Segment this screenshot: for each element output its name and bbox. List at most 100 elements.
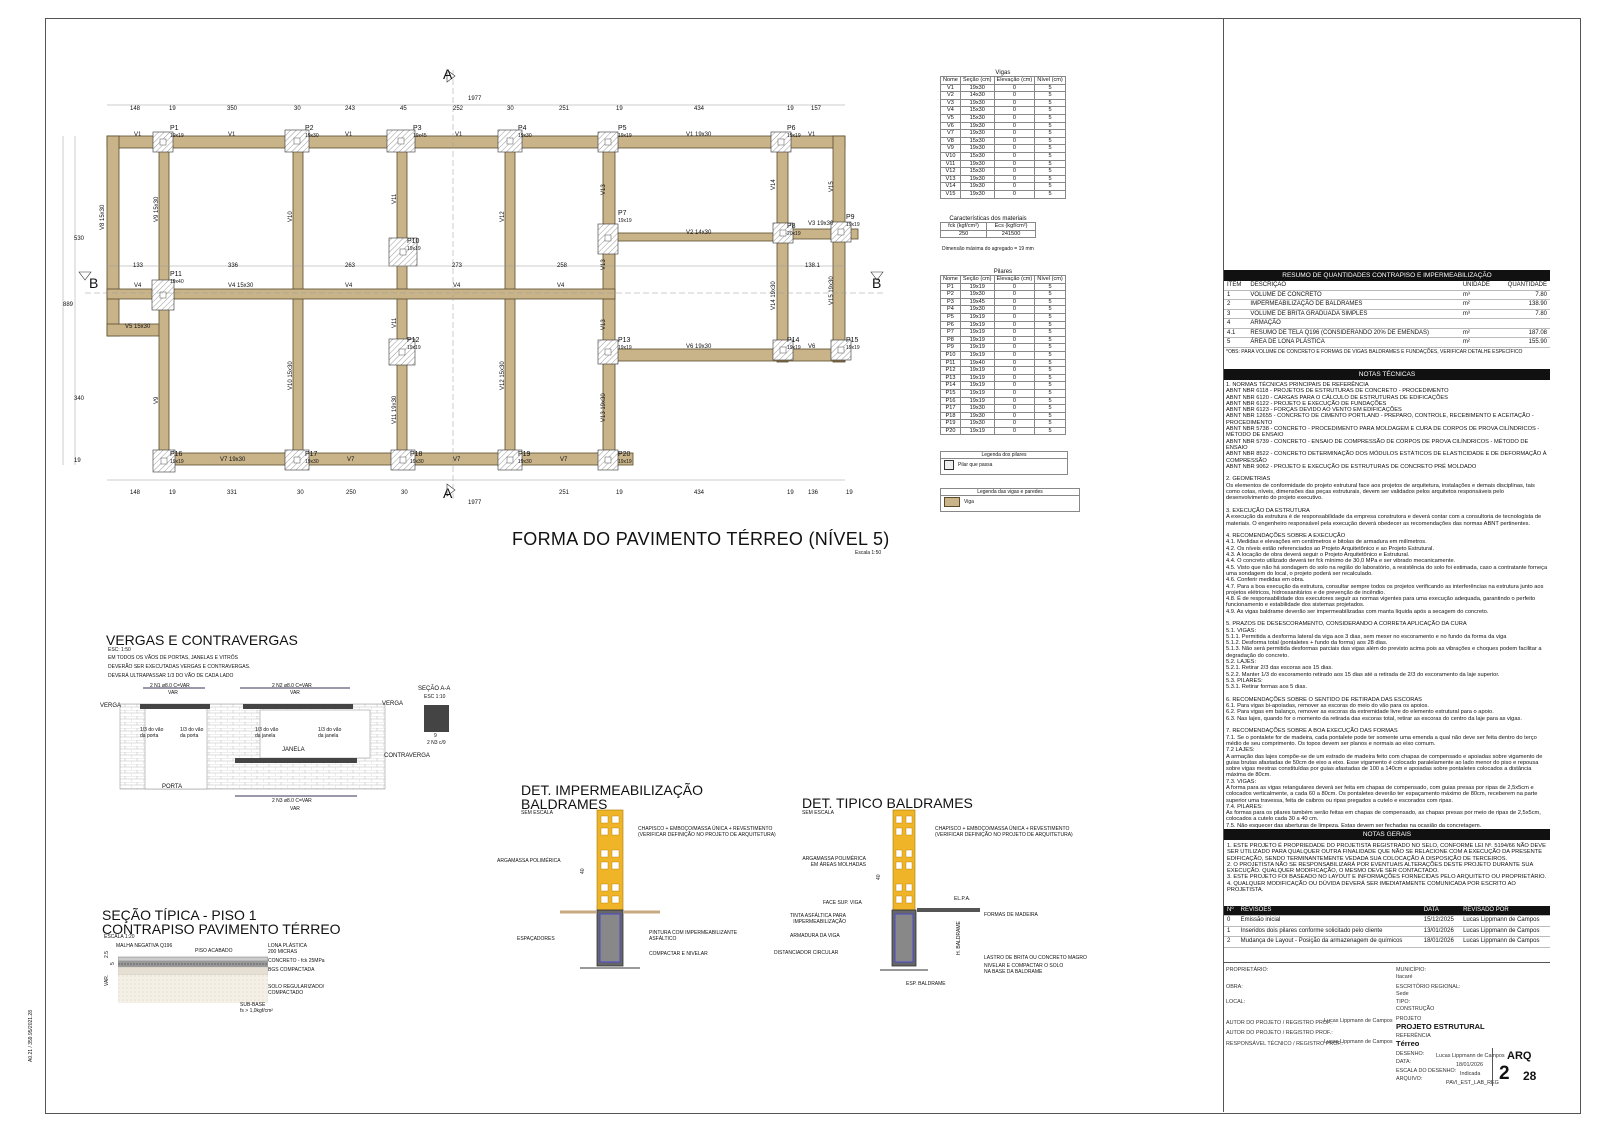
tipico-tinta: TINTA ASFÁLTICA PARA IMPERMEABILIZAÇÃO [789,913,846,925]
table-cell: V8 [940,136,961,146]
table-cell: 0 [993,426,1036,436]
table-cell: 5 [1034,144,1066,153]
table-cell: 5 [1034,312,1066,322]
table-cell: 15x30 [959,106,995,115]
table-cell: 0 [993,182,1036,191]
table-cell: V2 [940,91,961,100]
escritorio-value: Sede [1396,991,1409,997]
table-cell: 138.90 [1497,299,1550,310]
piso-lona: LONA PLÁSTICA 200 MICRAS [268,943,307,955]
arquivo-label: ARQUIVO: [1396,1076,1423,1082]
table-cell: 19x45 [959,297,995,307]
table-cell: V13 [940,174,961,184]
beam-label: V11 19x30 [392,395,398,424]
dim-mid: 133 [133,263,144,269]
table-cell: 0 [993,396,1036,406]
quantities-obs: *OBS: PARA VOLUME DE CONCRETO E FORMAS D… [1226,348,1523,355]
table-cell: P15 [940,388,961,398]
obra-label: OBRA: [1226,984,1243,990]
referencia-value: Térreo [1396,1039,1420,1048]
table-cell: 0 [993,297,1036,307]
data-value: 18/01/2026 [1456,1062,1483,1068]
data-label: DATA: [1396,1059,1412,1065]
table-cell: 4 [1224,318,1248,329]
table-cell: 0 [993,159,1036,169]
third-porta: 1/3 do vão da porta [140,727,164,739]
table-cell: V6 [940,121,961,131]
table-cell: 5 [1034,328,1066,337]
dim-bottom: 148 [130,490,141,496]
table-cell: 15x30 [959,113,995,123]
table-cell: 5 [1034,151,1066,161]
table-cell: 0 [993,411,1036,421]
dim-bottom: 19 [787,490,794,496]
piso-drawing [118,956,268,1003]
vergas-line: DEVERÃO SER EXECUTADAS VERGAS E CONTRAVE… [108,664,251,670]
table-cell: 5 [1034,373,1066,383]
table-cell: RESUMO DE TELA Q196 (CONSIDERANDO 20% DE… [1247,328,1460,338]
vergas-esc: ESC: 1:50 [108,647,131,653]
beam-label: V4 [557,283,565,289]
desenho-label: DESENHO: [1396,1051,1425,1057]
pillar-swatch [944,460,954,470]
table-cell: 5 [1034,396,1066,406]
dim-total-top: 1977 [468,96,482,102]
beam-label: V4 15x30 [228,283,254,289]
table-cell: 5 [1034,91,1066,100]
beam-label: V3 19x30 [808,221,834,227]
verga-n2: 2 N2 ø8.0 C=VAR [272,683,312,689]
table-cell: 19x30 [959,290,995,299]
table-cell: 19x19 [959,320,995,330]
dim-bottom: 19 [169,490,176,496]
table-cell: 14x30 [959,91,995,100]
local-label: LOCAL: [1226,999,1246,1005]
table-cell: P18 [940,411,961,421]
title-block: PROPRIETÁRIO: MUNICÍPIO: Itacaré OBRA: E… [1224,962,1550,1088]
resp-label: RESPONSÁVEL TÉCNICO / REGISTRO PROF.: [1226,1041,1344,1047]
secao-aa-dim: 9 [434,733,437,739]
porta-label: PORTA [162,784,183,790]
secao-aa-esc: ESC 1:10 [424,694,446,700]
tipico-title: DET. TIPICO BALDRAMES [802,795,973,811]
notas-tecnicas-text: 1. NORMAS TÉCNICAS PRINCIPAIS DE REFERÊN… [1226,382,1548,829]
table-cell: 4.1 [1224,328,1248,338]
beam-label: V8 15x30 [100,204,106,230]
beam-label: V12 15x30 [500,361,506,390]
tipico-esc: SEM ESCALA [802,810,834,816]
table-cell: 0 [993,151,1036,161]
beam-label: V9 [154,396,160,404]
piso-bgs: BGS COMPACTADA [268,967,315,973]
table-cell: 15x30 [959,167,995,176]
imperm-argamassa: ARGAMASSA POLIMÉRICA [497,858,561,864]
table-cell: 5 [1034,320,1066,330]
table-cell: V1 [940,83,961,93]
table-cell: 5 [1034,343,1066,352]
table-cell: 5 [1034,129,1066,138]
legend-beams: Legenda das vigas e paredes Viga [940,488,1080,512]
dim-top: 157 [811,106,822,112]
table-cell: 19x19 [959,282,995,292]
table-cell: 0 [993,388,1036,398]
verga-var: VAR [168,690,178,696]
table-cell: P7 [940,328,961,337]
section-b-right: B [872,275,882,291]
table-cell: 5 [1034,297,1066,307]
table-cell: 5 [1034,290,1066,299]
